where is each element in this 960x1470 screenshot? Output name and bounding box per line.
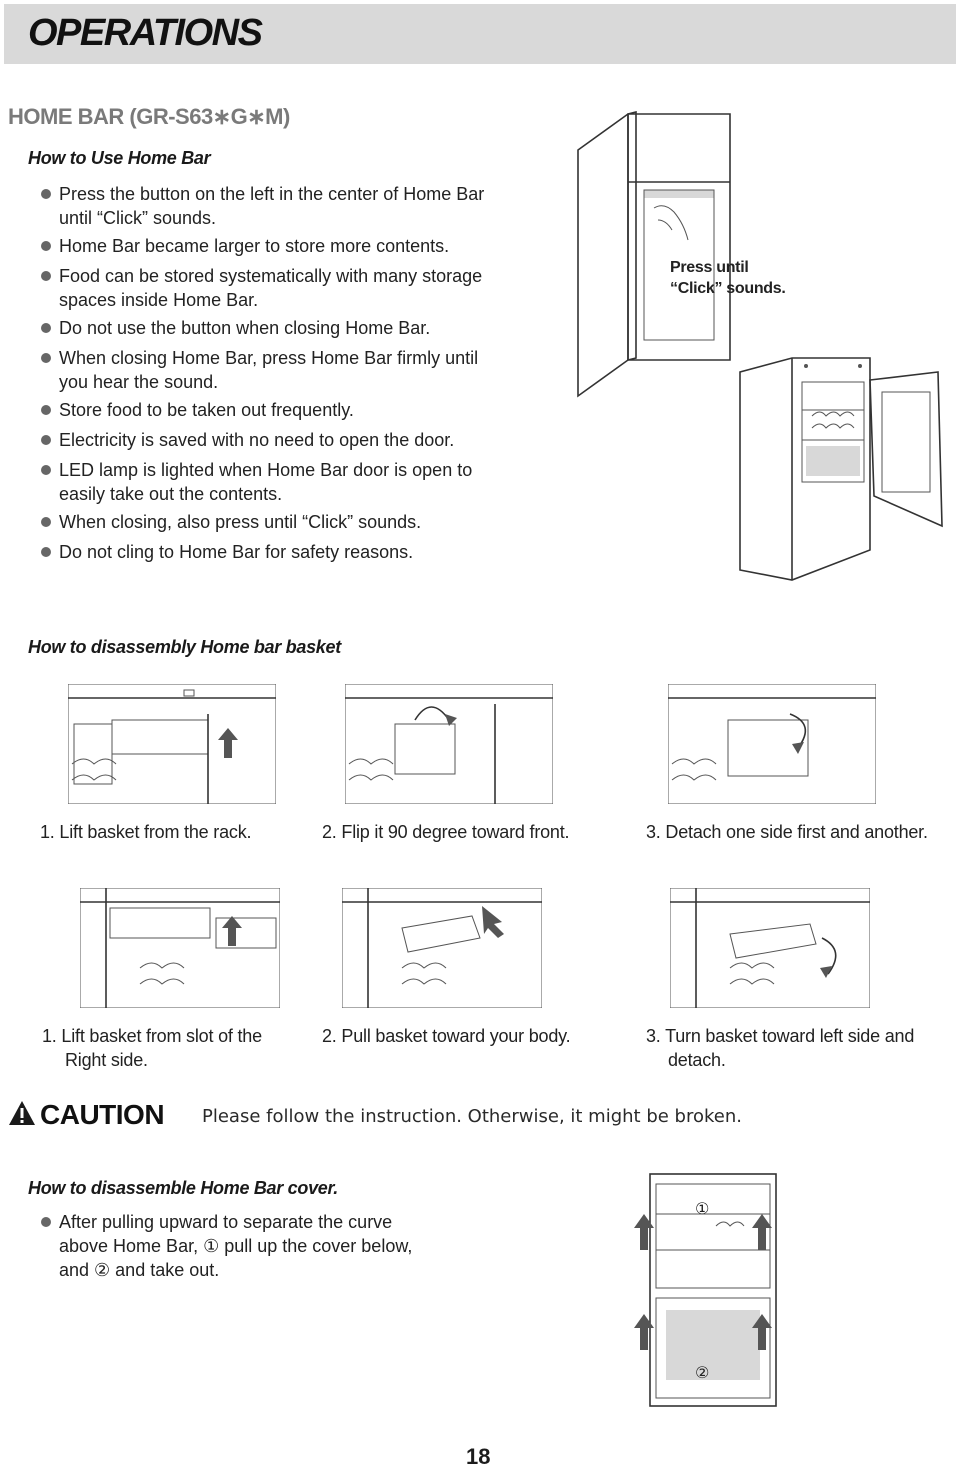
basket-slot-step-1-figure — [80, 888, 280, 1008]
bullet-icon — [41, 517, 51, 527]
bullet-icon — [41, 1217, 51, 1227]
basket-slot-step-3-figure — [670, 888, 870, 1008]
basket-step-1-figure — [68, 684, 276, 804]
basket-step-1-caption: 1. Lift basket from the rack. — [40, 822, 252, 842]
bullet-icon — [41, 547, 51, 557]
header-bar: OPERATIONS — [4, 4, 956, 64]
basket-slot-step-2-figure — [342, 888, 542, 1008]
home-bar-cover-figure: ① ② — [634, 1173, 777, 1407]
bullet-icon — [41, 353, 51, 363]
basket-step-2-figure — [345, 684, 553, 804]
cover-marker-1: ① — [695, 1199, 709, 1218]
bullet-icon — [41, 435, 51, 445]
bullet-icon — [41, 189, 51, 199]
list-item: Press the button on the left in the cent… — [28, 182, 548, 230]
list-item: After pulling upward to separate the cur… — [28, 1210, 468, 1282]
list-item: When closing, also press until “Click” s… — [28, 510, 548, 534]
basket-step-3-caption: 3. Detach one side first and another. — [646, 822, 928, 842]
cover-heading: How to disassemble Home Bar cover. — [28, 1178, 338, 1198]
list-item: Food can be stored systematically with m… — [28, 264, 548, 312]
page-title: OPERATIONS — [28, 12, 263, 54]
page-number: 18 — [466, 1444, 491, 1469]
bullet-icon — [41, 241, 51, 251]
section-title: HOME BAR (GR-S63∗G∗M) — [8, 104, 290, 129]
cover-list: After pulling upward to separate the cur… — [28, 1210, 468, 1282]
list-item: LED lamp is lighted when Home Bar door i… — [28, 458, 548, 506]
use-list: Press the button on the left in the cent… — [28, 182, 548, 564]
list-item: Do not use the button when closing Home … — [28, 316, 548, 340]
bullet-icon — [41, 323, 51, 333]
list-item: Electricity is saved with no need to ope… — [28, 428, 548, 452]
press-until-click-label: Press until “Click” sounds. — [670, 259, 786, 297]
list-item: Store food to be taken out frequently. — [28, 398, 548, 422]
basket-heading: How to disassembly Home bar basket — [28, 637, 341, 657]
basket-slot-step-3-caption: 3. Turn basket toward left side and deta… — [646, 1026, 915, 1070]
bullet-icon — [41, 405, 51, 415]
fridge-home-bar-illustration — [577, 110, 943, 581]
basket-step-3-figure — [668, 684, 876, 804]
basket-slot-step-2-caption: 2. Pull basket toward your body. — [322, 1026, 571, 1046]
bullet-icon — [41, 271, 51, 281]
list-item: When closing Home Bar, press Home Bar fi… — [28, 346, 548, 394]
caution-label: CAUTION — [40, 1099, 165, 1130]
warning-triangle-icon — [9, 1101, 35, 1125]
bullet-icon — [41, 465, 51, 475]
list-item: Home Bar became larger to store more con… — [28, 234, 548, 258]
caution-text: Please follow the instruction. Otherwise… — [202, 1106, 742, 1127]
use-heading: How to Use Home Bar — [28, 148, 211, 168]
cover-marker-2: ② — [695, 1363, 709, 1382]
basket-step-2-caption: 2. Flip it 90 degree toward front. — [322, 822, 570, 842]
basket-slot-step-1-caption: 1. Lift basket from slot of the Right si… — [42, 1026, 262, 1070]
list-item: Do not cling to Home Bar for safety reas… — [28, 540, 548, 564]
